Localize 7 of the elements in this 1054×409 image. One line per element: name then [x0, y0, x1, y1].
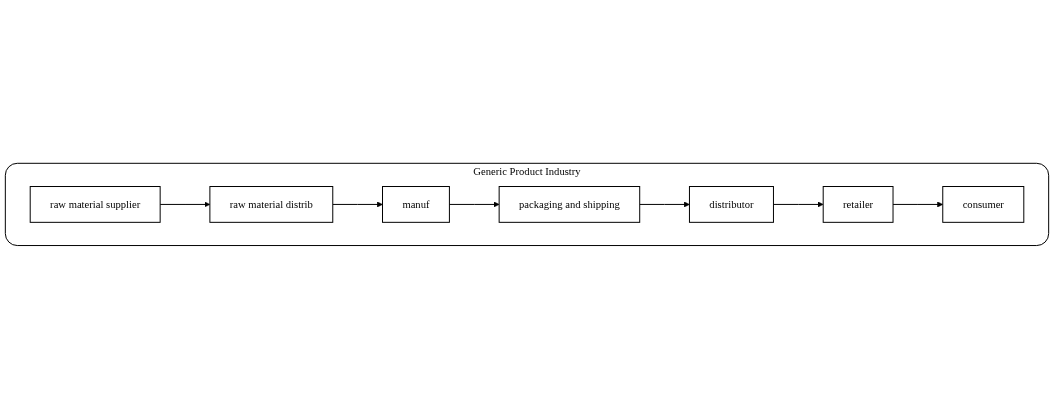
- node-box: raw material supplier: [29, 186, 161, 223]
- node-box: manuf: [382, 186, 450, 223]
- node-box: consumer: [942, 186, 1025, 223]
- node-box: raw material distrib: [209, 186, 334, 223]
- node-box: retailer: [822, 186, 894, 223]
- node-box: distributor: [688, 186, 774, 223]
- node-box: packaging and shipping: [498, 186, 641, 223]
